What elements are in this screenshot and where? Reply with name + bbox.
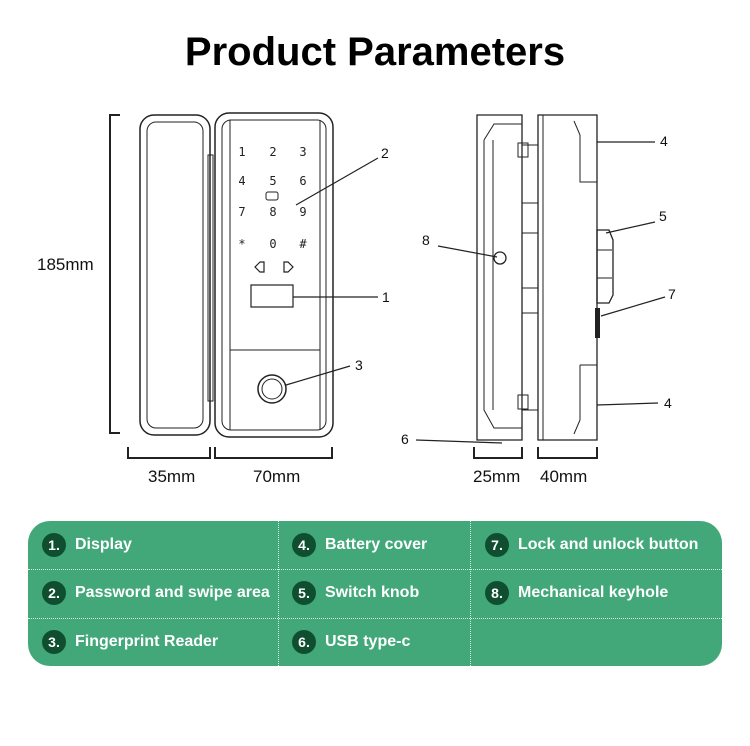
- front-view: 1 2 3 4 5 6 7 8 9 * 0 #: [109, 112, 379, 459]
- callout-4-bottom: 4: [664, 395, 672, 411]
- key-9: 9: [299, 205, 306, 219]
- number-badge: 5.: [292, 581, 316, 605]
- lock-symbol-icon: [254, 261, 265, 273]
- side-left-dimension: 25mm: [473, 467, 521, 486]
- legend-label: Battery cover: [325, 536, 428, 553]
- key-star: *: [238, 237, 245, 251]
- divider: [28, 618, 722, 619]
- side-view: [415, 114, 666, 459]
- switch-knob: [596, 229, 614, 304]
- key-2: 2: [269, 145, 276, 159]
- number-badge: 2.: [42, 581, 66, 605]
- fingerprint-reader: [257, 374, 287, 404]
- number-badge: 1.: [42, 533, 66, 557]
- width-dimension: 70mm: [253, 467, 301, 486]
- divider: [278, 521, 279, 666]
- legend-item-battery: 4. Battery cover: [292, 533, 427, 557]
- legend-label: Password and swipe area: [75, 584, 270, 601]
- key-7: 7: [238, 205, 245, 219]
- callout-5: 5: [659, 208, 667, 224]
- key-6: 6: [299, 174, 306, 188]
- legend-label: Switch knob: [325, 584, 420, 601]
- legend-item-usb: 6. USB type-c: [292, 630, 410, 654]
- number-badge: 7.: [485, 533, 509, 557]
- legend-item-lock-button: 7. Lock and unlock button: [485, 533, 698, 557]
- legend-label: Display: [75, 536, 132, 553]
- height-dimension: 185mm: [37, 255, 94, 274]
- lock-button: [595, 308, 600, 338]
- key-0: 0: [269, 237, 276, 251]
- legend-item-display: 1. Display: [42, 533, 132, 557]
- unlock-symbol-icon: [283, 261, 294, 273]
- callout-8: 8: [422, 232, 430, 248]
- legend-item-keyhole: 8. Mechanical keyhole: [485, 581, 668, 605]
- keyhole: [493, 251, 507, 265]
- number-badge: 3.: [42, 630, 66, 654]
- legend-label: Lock and unlock button: [518, 536, 699, 553]
- card-icon: [265, 191, 279, 201]
- inner-body: [139, 114, 211, 436]
- legend-label: USB type-c: [325, 633, 411, 650]
- legend-label: Fingerprint Reader: [75, 633, 219, 650]
- key-1: 1: [238, 145, 245, 159]
- key-hash: #: [299, 237, 307, 251]
- outer-body: [214, 112, 334, 438]
- callout-1: 1: [382, 289, 390, 305]
- callout-4-top: 4: [660, 133, 668, 149]
- legend-label: Mechanical keyhole: [518, 584, 669, 601]
- legend-item-fingerprint: 3. Fingerprint Reader: [42, 630, 218, 654]
- product-drawing: 1 2 3 4 5 6 7 8 9 * 0 #: [109, 112, 666, 459]
- callout-7: 7: [668, 286, 676, 302]
- callout-3: 3: [355, 357, 363, 373]
- divider: [28, 569, 722, 570]
- display-window: [250, 284, 294, 308]
- key-5: 5: [269, 174, 276, 188]
- side-right-dimension: 40mm: [540, 467, 588, 486]
- number-badge: 4.: [292, 533, 316, 557]
- legend-item-password: 2. Password and swipe area: [42, 581, 270, 605]
- depth-dimension: 35mm: [148, 467, 196, 486]
- legend-item-switch-knob: 5. Switch knob: [292, 581, 419, 605]
- callout-2: 2: [381, 145, 389, 161]
- number-badge: 8.: [485, 581, 509, 605]
- callout-6: 6: [401, 431, 409, 447]
- key-8: 8: [269, 205, 276, 219]
- key-3: 3: [299, 145, 306, 159]
- legend-panel: 1. Display 2. Password and swipe area 3. Fi…: [28, 521, 722, 666]
- page-title: Product Parameters: [184, 30, 566, 74]
- key-4: 4: [238, 174, 245, 188]
- number-badge: 6.: [292, 630, 316, 654]
- divider: [470, 521, 471, 666]
